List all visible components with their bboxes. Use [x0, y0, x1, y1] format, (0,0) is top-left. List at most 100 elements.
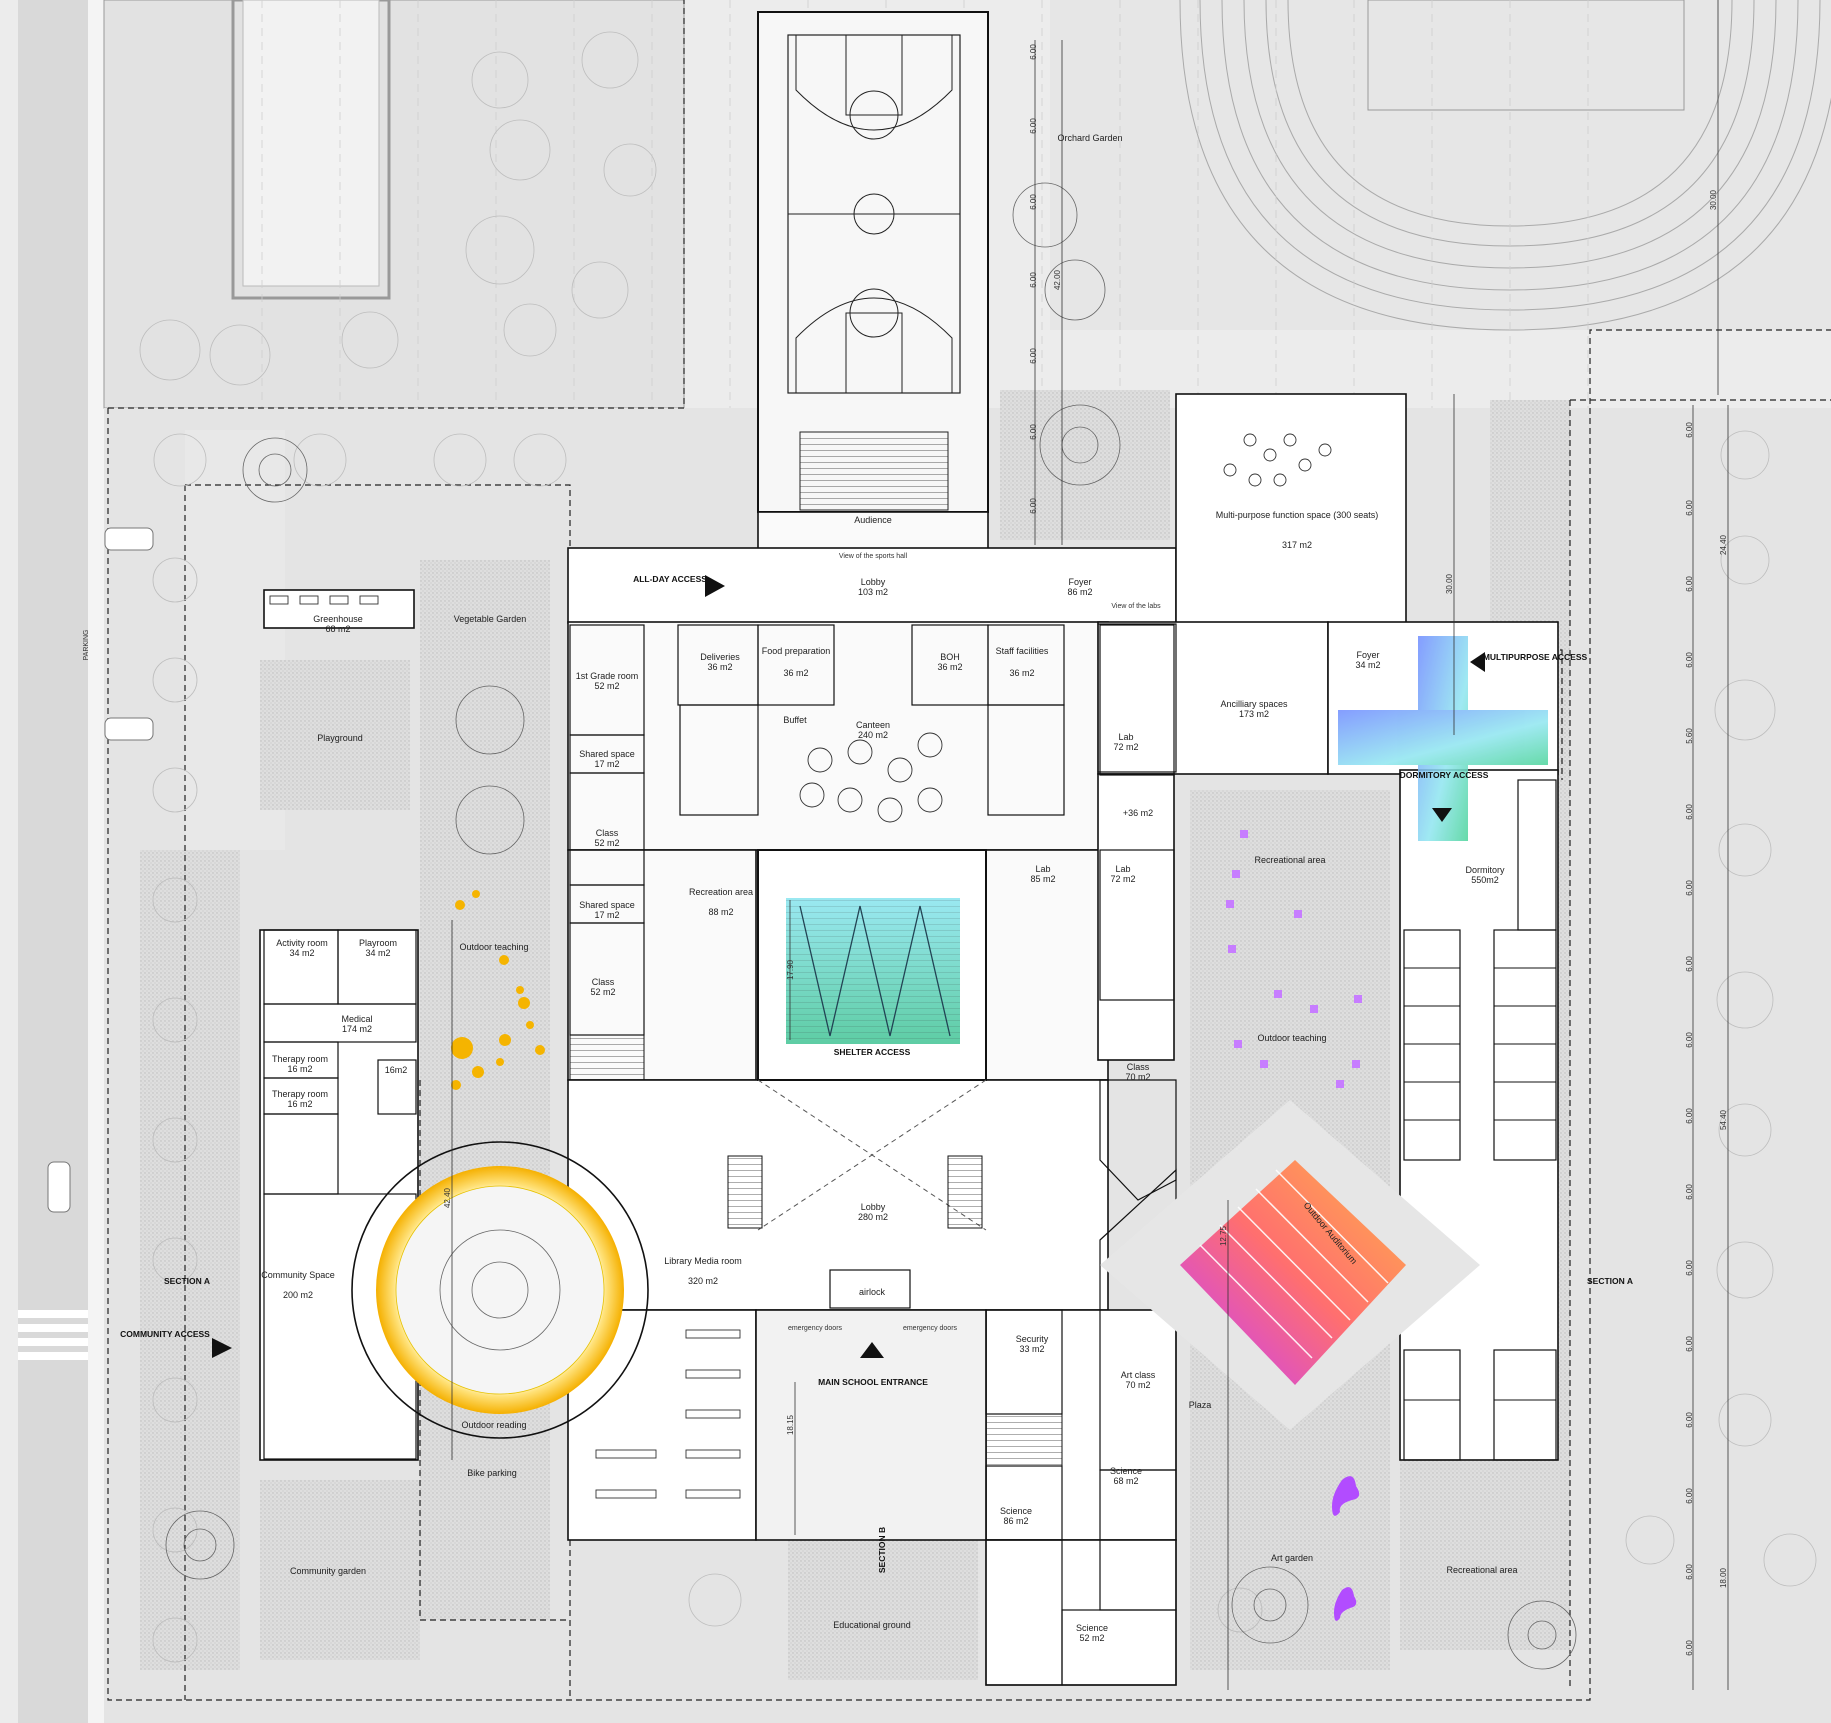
ancillary-label: Ancilliary spaces: [1220, 699, 1288, 709]
building: [259, 393, 1559, 1686]
library-area: 320 m2: [688, 1276, 718, 1286]
security-label: Security: [1016, 1334, 1049, 1344]
deliveries-area: 36 m2: [707, 662, 732, 672]
outdoor-teaching-right-label: Outdoor teaching: [1257, 1033, 1326, 1043]
science1-area: 68 m2: [1113, 1476, 1138, 1486]
dormitory-access-label: DORMITORY ACCESS: [1400, 770, 1489, 780]
dim-top-4: 6.00: [1029, 272, 1038, 288]
dim-right-7: 6.00: [1685, 880, 1694, 896]
canteen-tables: [799, 433, 1332, 823]
multipurpose-access-label: MULTIPURPOSE ACCESS: [1483, 652, 1588, 662]
dim-multipurpose: 30.00: [1445, 573, 1454, 594]
dim-right-6: 6.00: [1685, 804, 1694, 820]
basketball-court: [757, 11, 989, 513]
plan-labels: PARKING Greenhouse 68 m2 Vegetable Garde…: [83, 133, 1633, 1643]
all-day-access-label: ALL-DAY ACCESS: [633, 574, 707, 584]
deliveries-label: Deliveries: [700, 652, 740, 662]
dim-right-15: 6.00: [1685, 1488, 1694, 1504]
community-space-label: Community Space: [261, 1270, 335, 1280]
multipurpose-area: 317 m2: [1282, 540, 1312, 550]
community-access-label: COMMUNITY ACCESS: [120, 1329, 210, 1339]
multipurpose-access-arrow: [1470, 652, 1485, 672]
class3-area: 70 m2: [1125, 1072, 1150, 1082]
section-a-right-label: SECTION A: [1587, 1276, 1633, 1286]
shelter-access-label: SHELTER ACCESS: [834, 1047, 911, 1057]
dim-right-3: 6.00: [1685, 576, 1694, 592]
therapy2-area: 16 m2: [287, 1099, 312, 1109]
dim-right-8: 6.00: [1685, 956, 1694, 972]
art-garden-label: Art garden: [1271, 1553, 1313, 1563]
dim-right-total-b: 54.40: [1719, 1109, 1728, 1130]
class2-label: Class: [592, 977, 615, 987]
dim-right-17: 6.00: [1685, 1640, 1694, 1656]
outdoor-reading-label: Outdoor reading: [461, 1420, 526, 1430]
lobby-main-label: Lobby: [861, 1202, 886, 1212]
bike-parking-label: Bike parking: [467, 1468, 517, 1478]
foyer-right-area: 34 m2: [1355, 660, 1380, 670]
airlock-label: airlock: [859, 1287, 886, 1297]
therapy1-label: Therapy room: [272, 1054, 328, 1064]
dormitory-label: Dormitory: [1465, 865, 1505, 875]
dim-circle: 42.40: [443, 1187, 452, 1208]
art-class-area: 70 m2: [1125, 1380, 1150, 1390]
lab2-label: Lab: [1035, 864, 1050, 874]
medical-area: 174 m2: [342, 1024, 372, 1034]
view-labs-label: View of the labs: [1111, 603, 1161, 610]
community-space-area: 200 m2: [283, 1290, 313, 1300]
dimension-lines: [451, 0, 1729, 1690]
dim-top-7: 6.00: [1029, 498, 1038, 514]
dim-right-13: 6.00: [1685, 1336, 1694, 1352]
section-b-label: SECTION B: [877, 1527, 887, 1573]
section-a-left-label: SECTION A: [164, 1276, 210, 1286]
dimension-labels: 6.00 6.00 6.00 6.00 6.00 6.00 6.00 42.00…: [443, 44, 1728, 1656]
ancillary-area: 173 m2: [1239, 709, 1269, 719]
emergency-doors-1: emergency doors: [788, 1325, 843, 1332]
science3-label: Science: [1076, 1623, 1108, 1633]
dim-top-1: 6.00: [1029, 44, 1038, 60]
dim-right-5: 5.60: [1685, 728, 1694, 744]
art-garden-sculptures: [1332, 1476, 1360, 1621]
lobby-main-area: 280 m2: [858, 1212, 888, 1222]
dim-top-total: 42.00: [1053, 269, 1062, 290]
dim-top-6: 6.00: [1029, 424, 1038, 440]
science2-area: 86 m2: [1003, 1516, 1028, 1526]
outdoor-teaching-seats: [451, 890, 545, 1090]
greenhouse-label: Greenhouse: [313, 614, 363, 624]
lobby-top-area: 103 m2: [858, 587, 888, 597]
parking-label: PARKING: [83, 630, 90, 661]
recreation-area: 88 m2: [708, 907, 733, 917]
community-access-arrow: [212, 1338, 232, 1358]
classrooms-left-column: [569, 624, 1175, 1081]
main-entrance-label: MAIN SCHOOL ENTRANCE: [818, 1377, 928, 1387]
site-trees-light: [139, 31, 1817, 1663]
dim-entrance: 18.15: [786, 1414, 795, 1435]
shared2-area: 17 m2: [594, 910, 619, 920]
class1-label: Class: [596, 828, 619, 838]
foyer-top-label: Foyer: [1068, 577, 1091, 587]
boh-area: 36 m2: [937, 662, 962, 672]
outdoor-teaching-left-label: Outdoor teaching: [459, 942, 528, 952]
science3-area: 52 m2: [1079, 1633, 1104, 1643]
science1-label: Science: [1110, 1466, 1142, 1476]
shelter-courtyard: [757, 849, 987, 1081]
dim-right-2: 6.00: [1685, 500, 1694, 516]
all-day-access-arrow: [705, 575, 725, 597]
recreational-top-label: Recreational area: [1254, 855, 1325, 865]
plaza-label: Plaza: [1189, 1400, 1212, 1410]
dormitory-area: 550m2: [1471, 875, 1499, 885]
canteen-label: Canteen: [856, 720, 890, 730]
lab3-label: Lab: [1115, 864, 1130, 874]
dim-auditorium: 12.75: [1219, 1225, 1228, 1246]
security-area: 33 m2: [1019, 1344, 1044, 1354]
therapy2-label: Therapy room: [272, 1089, 328, 1099]
audience-label: Audience: [854, 515, 892, 525]
dim-courtyard: 17.90: [786, 959, 795, 980]
lab3-area: 72 m2: [1110, 874, 1135, 884]
playroom-label: Playroom: [359, 938, 397, 948]
orchard-garden-label: Orchard Garden: [1057, 133, 1122, 143]
dim-top-3: 6.00: [1029, 194, 1038, 210]
dim-right-total-c: 18.00: [1719, 1567, 1728, 1588]
therapy1-area: 16 m2: [287, 1064, 312, 1074]
greenhouse-area: 68 m2: [325, 624, 350, 634]
dim-top-5: 6.00: [1029, 348, 1038, 364]
